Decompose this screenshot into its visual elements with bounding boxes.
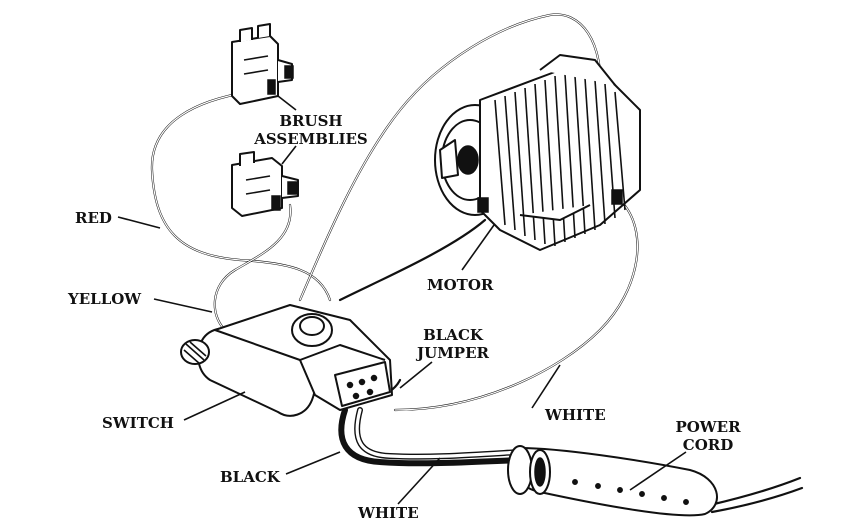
brush-assembly-lower — [231, 151, 299, 217]
power-cord-dots — [572, 479, 689, 505]
cord-tail — [708, 476, 802, 507]
label-brush-assemblies-1: BRUSH — [279, 112, 342, 130]
label-black-jumper-1: BLACK — [423, 326, 484, 344]
leader-power-cord — [629, 451, 687, 491]
brush-assembly-upper — [231, 23, 294, 105]
leader-red — [117, 216, 161, 229]
leader-switch — [183, 391, 246, 421]
label-power-cord-2: CORD — [683, 436, 733, 454]
wires — [150, 13, 804, 514]
leader-motor — [461, 224, 495, 271]
label-yellow: YELLOW — [67, 290, 142, 308]
label-black-jumper-2: JUMPER — [415, 344, 489, 362]
label-brush-assemblies-2: ASSEMBLIES — [253, 130, 368, 148]
label-switch: SWITCH — [102, 414, 174, 432]
motor — [434, 54, 641, 251]
leader-white-right — [531, 364, 561, 409]
label-white-right: WHITE — [544, 406, 606, 424]
leader-brush-lower — [281, 145, 297, 165]
leader-brush-upper — [277, 95, 297, 111]
power-cord — [507, 445, 718, 517]
leader-yellow — [153, 298, 213, 313]
leader-lines — [117, 95, 687, 505]
label-black: BLACK — [220, 468, 281, 486]
labels: BRUSH ASSEMBLIES RED YELLOW MOTOR BLACK … — [67, 112, 741, 522]
cord-black-wire — [338, 407, 523, 467]
leader-black-jumper — [399, 361, 433, 389]
cord-white-wire — [354, 407, 523, 460]
motor-lead-wire — [338, 218, 487, 302]
label-power-cord-1: POWER — [675, 418, 741, 436]
leader-black — [285, 451, 341, 475]
label-motor: MOTOR — [427, 276, 494, 294]
label-red: RED — [75, 209, 112, 227]
switch — [180, 304, 393, 417]
leader-white-bottom — [397, 457, 441, 505]
label-white-bottom: WHITE — [357, 504, 419, 522]
